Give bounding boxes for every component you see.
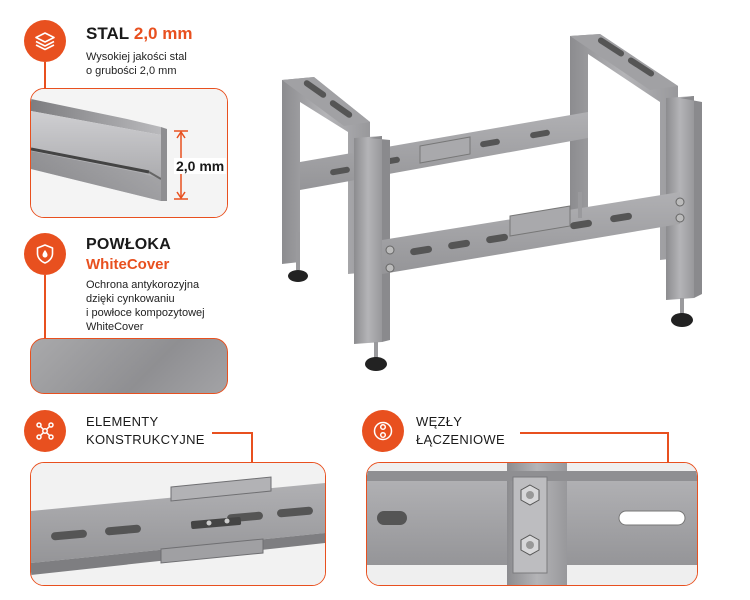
coating-connector-line	[44, 275, 46, 338]
joints-badge	[362, 410, 404, 452]
structure-nodes-icon	[36, 422, 54, 440]
joints-title: WĘZŁY ŁĄCZENIOWE	[416, 413, 505, 449]
steel-title: STAL	[86, 24, 130, 43]
elements-connector-h	[212, 432, 252, 434]
steel-value: 2,0 mm	[133, 24, 193, 43]
coating-desc-line2: dzięki cynkowaniu	[86, 293, 175, 305]
steel-desc-line1: Wysokiej jakości stal	[86, 51, 187, 63]
elements-badge	[24, 410, 66, 452]
steel-desc-line2: o grubości 2,0 mm	[86, 65, 177, 77]
dimension-bracket	[170, 128, 190, 202]
coating-badge	[24, 233, 66, 275]
coating-description: Ochrona antykorozyjna dzięki cynkowaniu …	[86, 278, 205, 334]
product-stand-image	[270, 22, 740, 382]
steel-badge	[24, 20, 66, 62]
joints-detail-image	[366, 462, 698, 586]
elements-detail-image	[30, 462, 326, 586]
steel-profile-illustration	[31, 89, 227, 217]
coating-desc-line1: Ochrona antykorozyjna	[86, 279, 200, 291]
elements-title-line2: KONSTRUKCYJNE	[86, 432, 205, 447]
steel-description: Wysokiej jakości stal o grubości 2,0 mm	[86, 50, 187, 78]
elements-title: ELEMENTY KONSTRUKCYJNE	[86, 413, 205, 449]
joints-title-line1: WĘZŁY	[416, 414, 463, 429]
coating-desc-line3: i powłoce kompozytowej	[86, 307, 205, 319]
shield-drop-icon	[36, 244, 54, 264]
coating-desc-line4: WhiteCover	[86, 321, 144, 333]
coating-title: POWŁOKA	[86, 236, 171, 253]
steel-heading: STAL 2,0 mm	[86, 24, 192, 44]
elements-title-line1: ELEMENTY	[86, 414, 159, 429]
joints-title-line2: ŁĄCZENIOWE	[416, 432, 505, 447]
steel-thickness-image	[30, 88, 228, 218]
joints-connector-h	[520, 432, 668, 434]
bolt-joint-icon	[373, 421, 393, 441]
dimension-label: 2,0 mm	[174, 158, 227, 174]
joints-connector-v	[667, 432, 669, 462]
coating-subtitle: WhiteCover	[86, 256, 170, 273]
coating-surface-swatch	[30, 338, 228, 394]
elements-connector-v	[251, 432, 253, 462]
layers-icon	[35, 32, 55, 51]
